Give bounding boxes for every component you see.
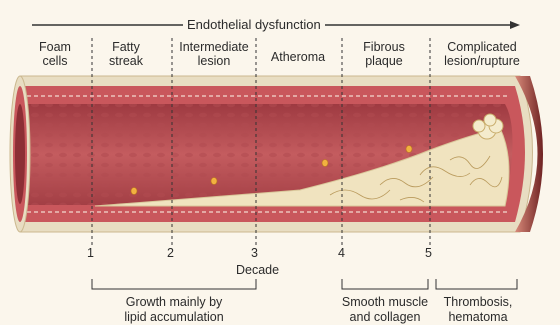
decade-axis-label: Decade xyxy=(236,263,279,277)
decade-number-5: 5 xyxy=(425,246,432,260)
group-label-thrombosis: Thrombosis, hematoma xyxy=(436,295,520,325)
group-brackets xyxy=(92,279,517,289)
decade-number-4: 4 xyxy=(338,246,345,260)
group-label-lipid: Growth mainly by lipid accumulation xyxy=(100,295,248,325)
decade-number-1: 1 xyxy=(87,246,94,260)
decade-number-2: 2 xyxy=(167,246,174,260)
dysfunction-arrow-head xyxy=(510,21,520,29)
group-label-smooth-muscle: Smooth muscle and collagen xyxy=(335,295,435,325)
stage-label-fatty-streak: Fatty streak xyxy=(100,40,152,68)
stage-label-foam-cells: Foam cells xyxy=(34,40,76,68)
stage-label-fibrous-plaque: Fibrous plaque xyxy=(350,40,418,68)
stage-label-complicated-lesion: Complicated lesion/rupture xyxy=(432,40,532,68)
decade-number-3: 3 xyxy=(251,246,258,260)
stage-label-intermediate-lesion: Intermediate lesion xyxy=(170,40,258,68)
stage-label-atheroma: Atheroma xyxy=(260,50,336,64)
endothelial-dysfunction-label: Endothelial dysfunction xyxy=(183,17,325,32)
